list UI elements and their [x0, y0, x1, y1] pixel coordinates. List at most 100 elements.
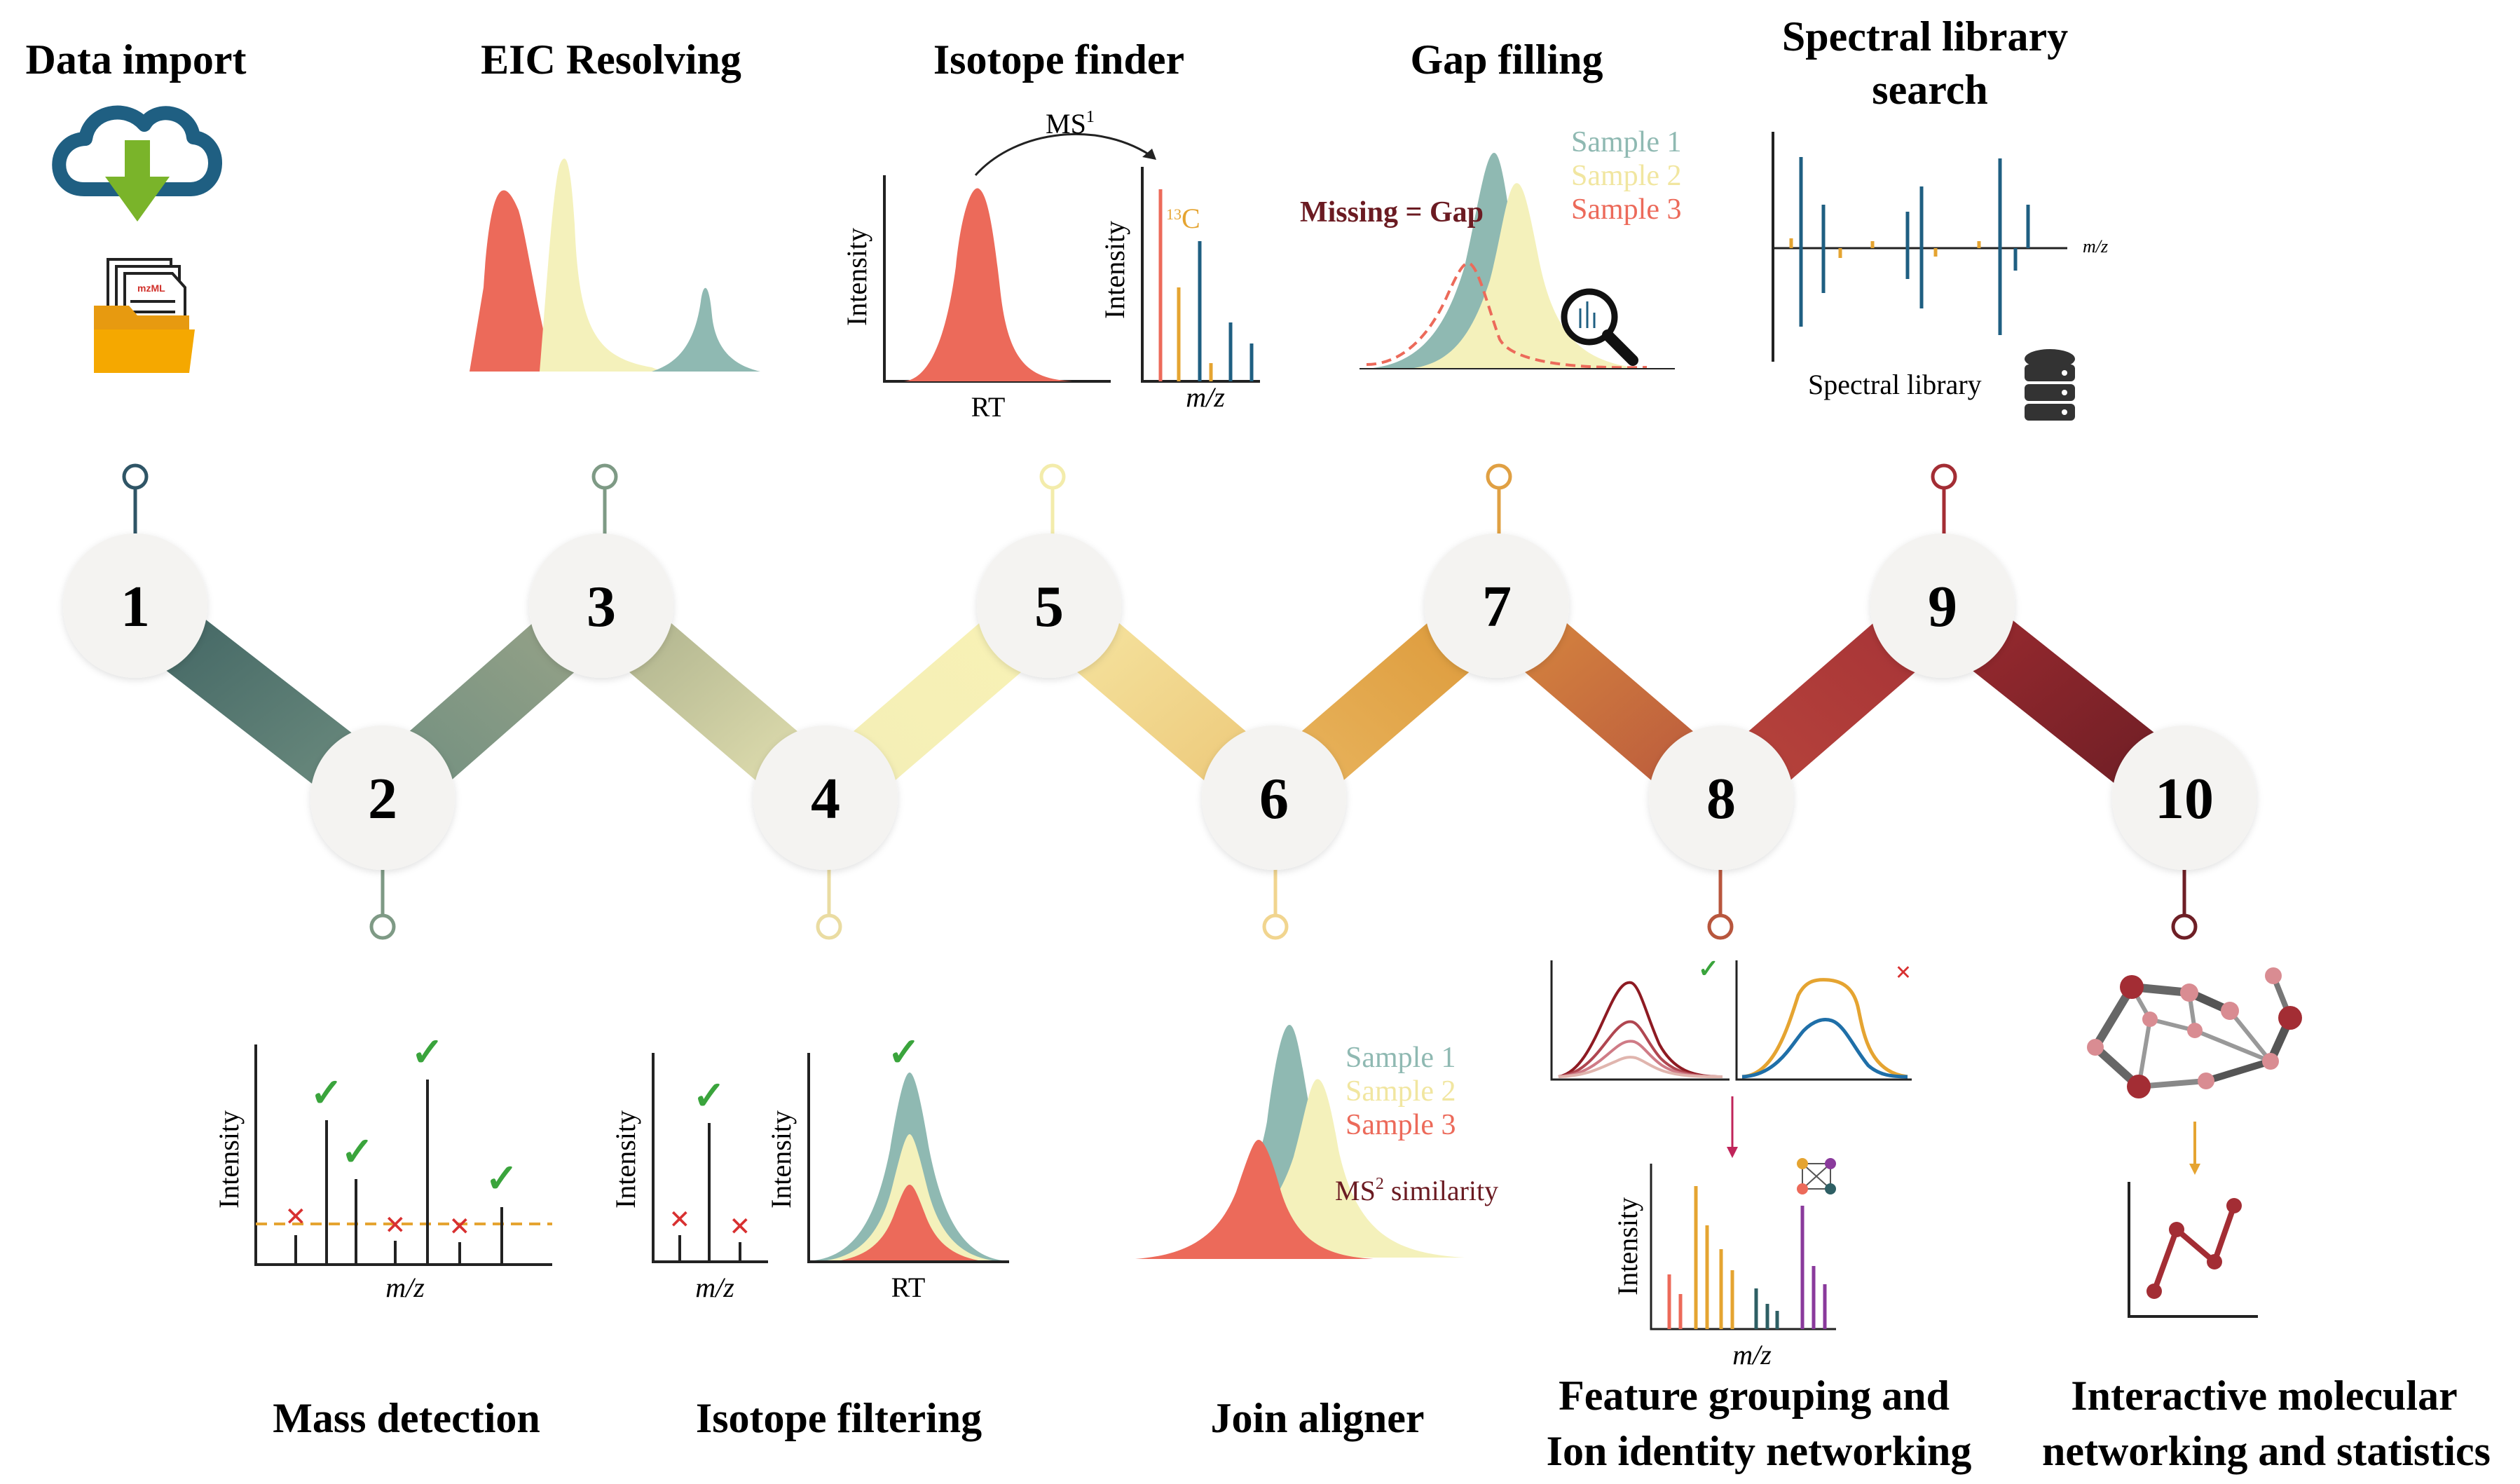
check-mark: ✓	[888, 1031, 921, 1075]
isotope-finder-panel: Intensity RT MS1 13C Intensity m/z	[841, 108, 1260, 423]
gap-filling-missing-label: Missing = Gap	[1300, 196, 1484, 229]
isotope-finder-arrow-label: MS1	[1046, 108, 1095, 139]
cross-mark: ×	[730, 1206, 751, 1246]
label-feature-grouping-line1: Feature grouping and	[1559, 1373, 1950, 1419]
step-number-5: 5	[1034, 574, 1064, 639]
step-node-5: 5	[977, 533, 1121, 678]
isotope-label: 13C	[1166, 203, 1200, 234]
label-eic-resolving: EIC Resolving	[481, 36, 741, 83]
step-pins	[122, 463, 2198, 940]
gap-filling-legend-sample-1: Sample 1	[1571, 126, 1681, 158]
folder-file-icon: mzML	[94, 258, 195, 373]
check-mark: ✓	[1698, 955, 1719, 983]
isotope-finder-ylabel-right: Intensity	[1099, 221, 1130, 319]
isotope-finder-ylabel-left: Intensity	[841, 228, 872, 326]
step-node-4: 4	[753, 726, 898, 870]
pin-7	[1486, 463, 1512, 540]
label-spectral-library-line1: Spectral library	[1782, 13, 2068, 60]
label-spectral-library-line2: search	[1872, 67, 1988, 113]
pin-5	[1039, 463, 1066, 540]
spectral-library-db-label: Spectral library	[1808, 369, 1982, 400]
cloud-download-icon	[52, 105, 222, 222]
join-aligner-legend-sample-2: Sample 2	[1345, 1075, 1456, 1108]
step-number-2: 2	[368, 766, 397, 831]
step-nodes: 1 2 3 4 5 6 7 8 9 10	[63, 533, 2257, 870]
feature-grouping-panel: ✓ ×	[1550, 955, 1912, 1370]
database-icon	[2025, 349, 2075, 421]
gap-filling-panel: Missing = Gap Sample 1 Sample 2 Sample 3	[1300, 126, 1681, 369]
feature-grouping-ylabel: Intensity	[1612, 1197, 1643, 1295]
cross-mark: ×	[449, 1206, 470, 1246]
spectral-library-xlabel: m/z	[2083, 236, 2108, 257]
step-number-9: 9	[1928, 574, 1957, 639]
step-node-6: 6	[1202, 726, 1346, 870]
isotope-filtering-xlabel-right: RT	[891, 1272, 926, 1303]
step-number-4: 4	[811, 766, 840, 831]
label-isotope-finder: Isotope finder	[933, 36, 1184, 83]
pin-2	[369, 862, 396, 940]
mini-network-icon	[1797, 1158, 1836, 1194]
gap-filling-legend-sample-2: Sample 2	[1571, 160, 1681, 192]
step-number-3: 3	[587, 574, 616, 639]
join-aligner-similarity-label: MS2 similarity	[1335, 1175, 1498, 1206]
magnifier-icon	[1561, 288, 1638, 366]
interactive-networking-panel	[2087, 967, 2302, 1318]
step-node-1: 1	[63, 533, 207, 678]
mass-detection-panel: ✓ ✓ ✓ ✓ × × × Intensity m/z	[213, 1031, 552, 1303]
join-aligner-panel: Sample 1 Sample 2 Sample 3 MS2 similarit…	[1135, 1025, 1498, 1259]
label-feature-grouping-line2: Ion identity networking	[1547, 1428, 1972, 1474]
feature-grouping-xlabel: m/z	[1732, 1339, 1772, 1370]
data-import-panel: mzML	[52, 105, 222, 373]
label-interactive-networking-line1: Interactive molecular	[2071, 1373, 2457, 1419]
step-number-6: 6	[1259, 766, 1289, 831]
step-number-10: 10	[2155, 766, 2214, 831]
step-node-7: 7	[1425, 533, 1569, 678]
step-node-3: 3	[529, 533, 673, 678]
label-gap-filling: Gap filling	[1410, 36, 1603, 83]
step-node-9: 9	[1870, 533, 2015, 678]
check-mark: ✓	[411, 1031, 444, 1075]
step-node-8: 8	[1649, 726, 1793, 870]
check-mark: ✓	[693, 1075, 726, 1118]
pin-3	[591, 463, 618, 540]
spectral-library-panel: m/z Spectral library	[1772, 132, 2108, 421]
pin-6	[1262, 862, 1289, 940]
check-mark: ✓	[310, 1072, 343, 1115]
gap-filling-legend-sample-3: Sample 3	[1571, 193, 1681, 226]
pin-4	[816, 862, 842, 940]
statistics-chart-icon	[2128, 1182, 2258, 1318]
cross-mark: ×	[385, 1205, 406, 1245]
mass-detection-xlabel: m/z	[385, 1272, 425, 1303]
pin-8	[1707, 862, 1734, 940]
molecular-network-icon	[2087, 967, 2302, 1098]
step-node-2: 2	[310, 726, 455, 870]
label-join-aligner: Join aligner	[1210, 1395, 1424, 1441]
join-aligner-legend-sample-3: Sample 3	[1345, 1109, 1456, 1141]
step-number-1: 1	[121, 574, 150, 639]
check-mark: ✓	[486, 1157, 519, 1201]
join-aligner-legend-sample-1: Sample 1	[1345, 1042, 1456, 1074]
top-step-labels: Data import EIC Resolving Isotope finder…	[26, 13, 2069, 113]
file-badge-text: mzML	[137, 282, 165, 294]
eic-resolving-panel	[470, 158, 760, 372]
cross-mark: ×	[669, 1199, 690, 1239]
step-number-7: 7	[1482, 574, 1512, 639]
label-isotope-filtering: Isotope filtering	[696, 1395, 982, 1441]
step-number-8: 8	[1706, 766, 1736, 831]
pin-1	[122, 463, 149, 540]
pin-9	[1931, 463, 1957, 540]
isotope-filtering-ylabel-left: Intensity	[610, 1110, 641, 1209]
isotope-filtering-panel: ✓ × × Intensity m/z ✓ Intensity RT	[610, 1031, 1009, 1303]
cross-mark: ×	[1896, 956, 1912, 988]
label-interactive-networking-line2: networking and statistics	[2042, 1428, 2491, 1474]
check-mark: ✓	[341, 1131, 374, 1174]
isotope-finder-xlabel-left: RT	[971, 391, 1006, 423]
isotope-filtering-ylabel-right: Intensity	[765, 1110, 797, 1209]
cross-mark: ×	[285, 1197, 306, 1237]
pin-10	[2171, 862, 2198, 940]
mass-detection-ylabel: Intensity	[213, 1110, 245, 1209]
isotope-finder-xlabel-right: m/z	[1186, 381, 1225, 413]
bottom-step-labels: Mass detection Isotope filtering Join al…	[273, 1373, 2491, 1474]
label-data-import: Data import	[26, 36, 247, 83]
